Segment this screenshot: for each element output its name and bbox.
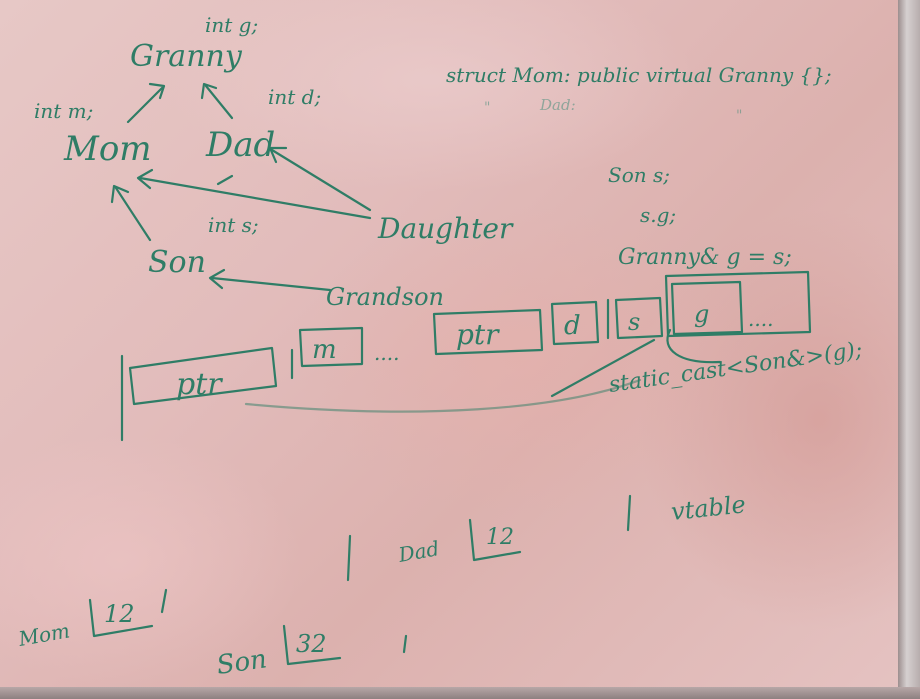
granny-subobject-box: [664, 270, 812, 338]
arrowhead-dad-to-granny: [200, 82, 218, 100]
code-line-struct-mom: struct Mom: public virtual Granny {};: [446, 63, 832, 87]
code-reference-declaration: Granny& g = s;: [618, 245, 792, 270]
grandson-node: Grandson: [326, 283, 444, 311]
whiteboard-frame-right: [898, 0, 920, 699]
arrowhead-mom-to-granny: [148, 82, 166, 100]
daughter-node: Daughter: [377, 212, 514, 245]
code-line-dad-ditto-mark: ": [484, 100, 490, 116]
stray-mark: [216, 174, 234, 186]
cell-d: d: [564, 311, 581, 341]
cast-pointer-curve: [666, 328, 722, 364]
dad-offset-bracket: [468, 518, 522, 562]
arrow-dad-to-granny: [204, 84, 234, 120]
code-static-cast: static_cast<Son&>(g);: [607, 338, 864, 398]
code-son-declaration: Son s;: [608, 163, 670, 187]
arrow-mom-to-granny: [126, 86, 164, 124]
cell-gap-2: ....: [748, 307, 773, 331]
arrow-daughter-to-mom: [138, 176, 372, 220]
mom-offset-label: Mom: [16, 618, 72, 651]
vtable-bar: [626, 494, 632, 532]
granny-field-label: int g;: [205, 13, 258, 37]
arrowhead-daughter-to-mom: [136, 168, 154, 190]
arrowhead-son-to-mom: [110, 184, 130, 204]
cell-ptr-mom-box: [128, 346, 278, 406]
arrow-son-to-mom: [114, 186, 152, 242]
dad-offset-value: 12: [486, 525, 514, 550]
dad-field-label: int d;: [268, 85, 321, 109]
cell-m: m: [312, 335, 337, 365]
memory-layout: ptr m .... ptr d s g ....: [120, 270, 812, 442]
son-bar: [402, 634, 408, 654]
cell-s-box: [614, 296, 664, 340]
cell-g-box: [670, 280, 744, 336]
son-offset-value: 32: [296, 630, 327, 658]
son-node: Son: [148, 245, 206, 280]
cell-s: s: [628, 308, 640, 336]
mom-bar: [160, 588, 168, 614]
mom-node: Mom: [63, 129, 152, 169]
code-line-dad-trailing-ditto-mark: ": [736, 108, 742, 124]
inheritance-arrows: [110, 82, 372, 292]
son-offset-label: Son: [215, 644, 269, 681]
cell-ptr-dad: ptr: [456, 318, 500, 351]
code-member-access: s.g;: [640, 203, 676, 227]
mom-offset-bracket: [88, 598, 154, 638]
arrowhead-daughter-to-dad: [268, 146, 288, 164]
cell-gap-1: ....: [374, 341, 399, 365]
cell-d-box: [550, 300, 600, 346]
arrow-daughter-to-dad: [270, 148, 372, 212]
dad-offset-label: Dad: [396, 536, 441, 567]
arrowhead-grandson-to-son: [208, 268, 226, 290]
cell-ptr-dad-box: [432, 308, 544, 356]
cell-m-box: [298, 326, 364, 368]
mom-offset-value: 12: [104, 600, 135, 628]
code-line-dad: Dad:: [539, 96, 576, 114]
cell-g: g: [694, 300, 709, 328]
granny-node: Granny: [130, 39, 243, 74]
cell-ptr-mom: ptr: [176, 367, 223, 402]
mom-field-label: int m;: [34, 99, 93, 123]
vtable-label: vtable: [670, 490, 747, 526]
arrow-grandson-to-son: [210, 276, 332, 292]
son-field-label: int s;: [208, 213, 259, 237]
dad-node: Dad: [205, 125, 275, 165]
son-offset-bracket: [282, 624, 342, 666]
vtable-section: vtable Dad 12 Mom 12 Son 32: [16, 490, 747, 681]
cast-link-line: [550, 338, 656, 398]
dad-bar: [346, 534, 352, 582]
whiteboard-frame-bottom: [0, 687, 920, 699]
faint-arc: [244, 378, 642, 413]
